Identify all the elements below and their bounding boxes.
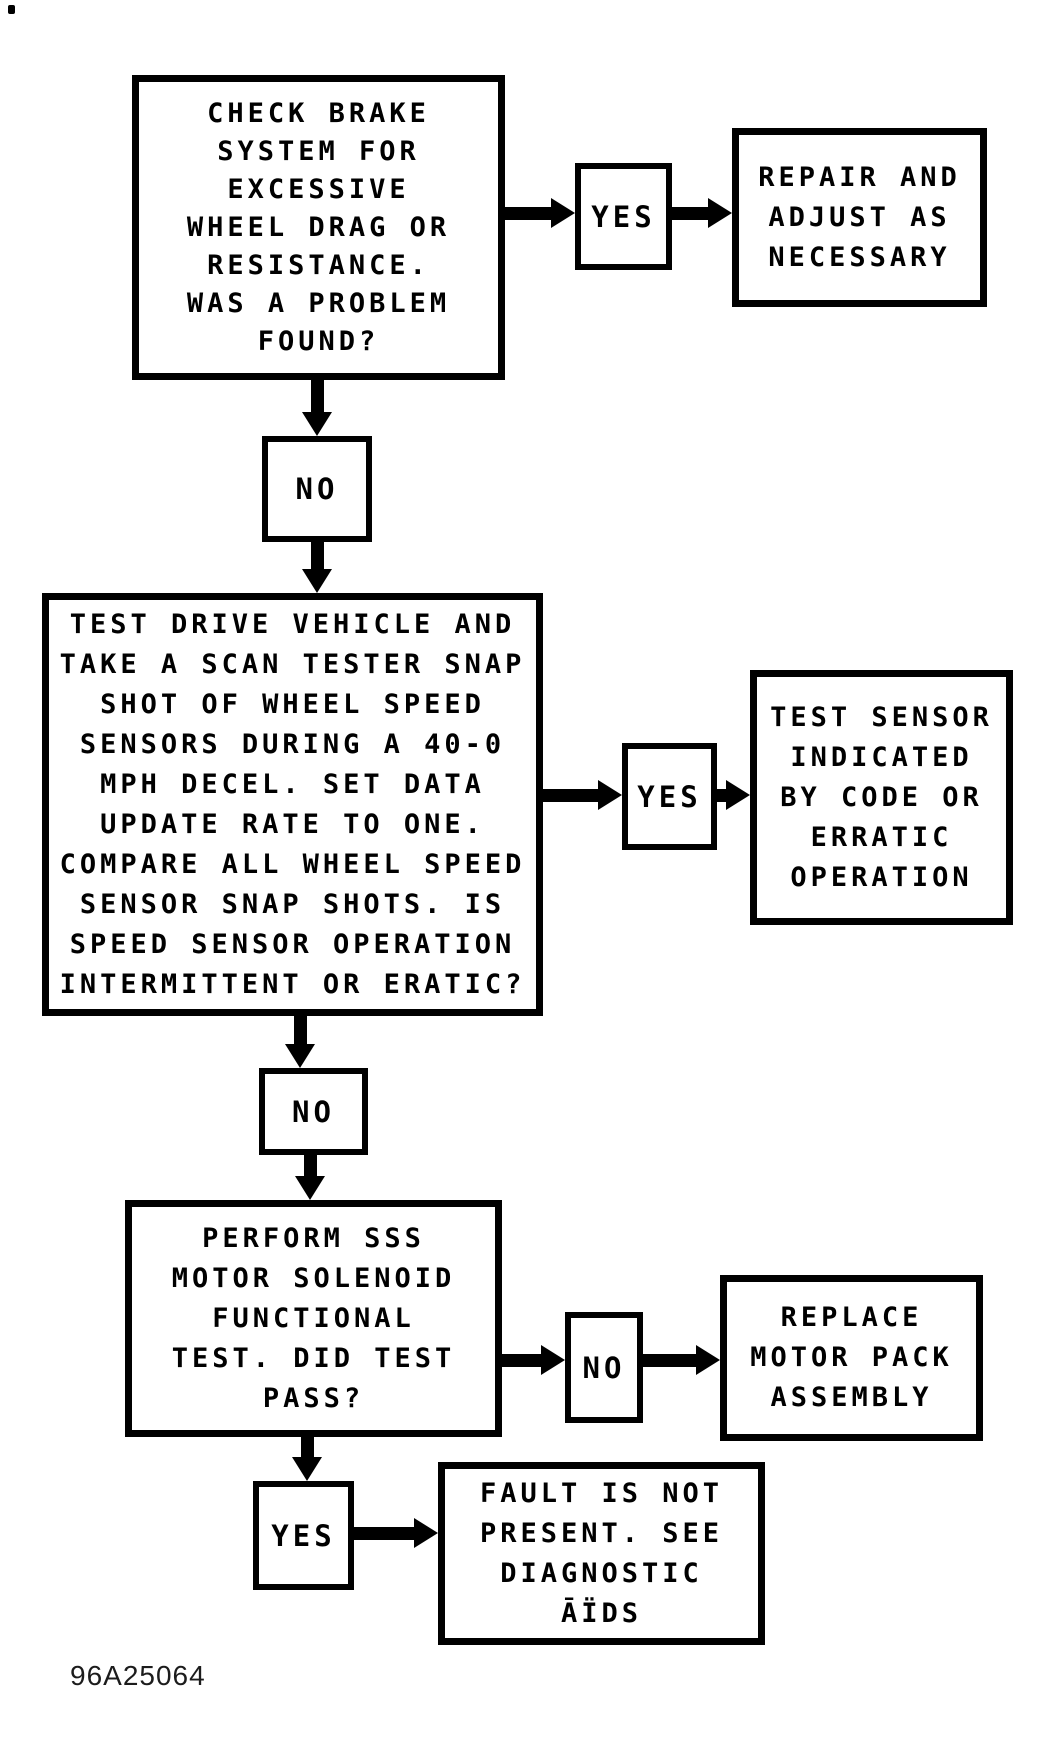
node-replace-motor-pack: REPLACE MOTOR PACK ASSEMBLY [720,1275,983,1441]
connector-yes-3: YES [253,1481,354,1590]
figure-code: 96A25064 [70,1660,206,1691]
node-perform-sss-test: PERFORM SSS MOTOR SOLENOID FUNCTIONAL TE… [125,1200,502,1437]
node-repair-and-adjust: REPAIR AND ADJUST AS NECESSARY [732,128,987,307]
scan-artifact-dot [8,5,15,14]
connector-no-3: NO [565,1312,643,1423]
node-check-brake-system: CHECK BRAKE SYSTEM FOR EXCESSIVE WHEEL D… [132,75,505,380]
node-test-drive-snapshot: TEST DRIVE VEHICLE AND TAKE A SCAN TESTE… [42,593,543,1016]
connector-no-2: NO [259,1068,368,1155]
connector-no-1: NO [262,436,372,542]
node-test-sensor-indicated: TEST SENSOR INDICATED BY CODE OR ERRATIC… [750,670,1013,925]
node-fault-not-present: FAULT IS NOT PRESENT. SEE DIAGNOSTIC ĀÏD… [438,1462,765,1645]
connector-yes-2: YES [622,743,717,850]
connector-yes-1: YES [575,163,672,270]
